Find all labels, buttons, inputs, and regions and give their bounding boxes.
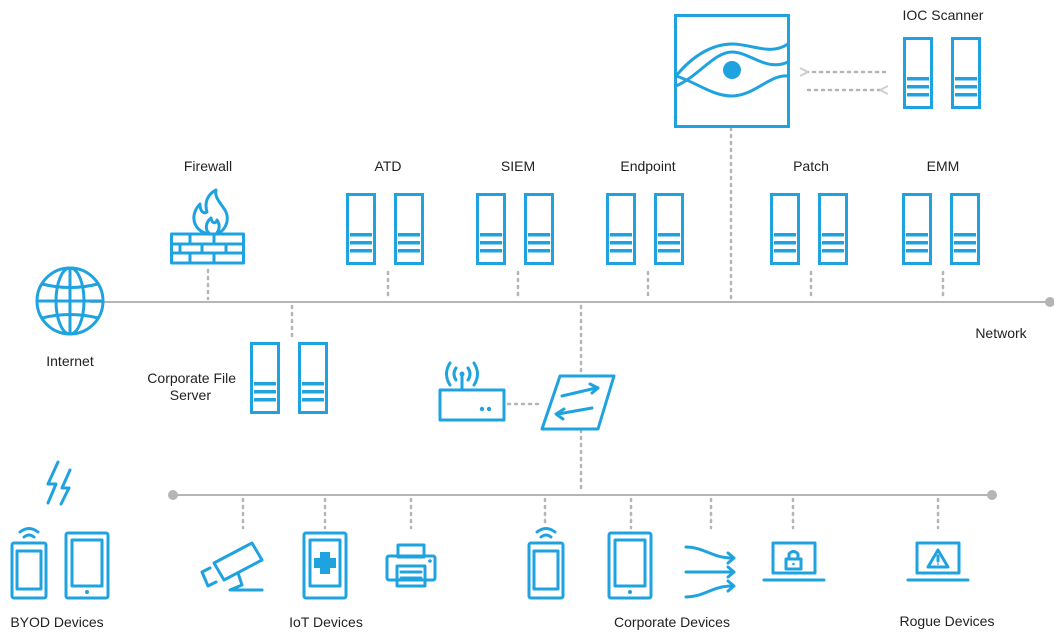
wifi-router-icon bbox=[438, 361, 506, 422]
firewall-icon bbox=[170, 188, 245, 265]
medical-tablet-icon bbox=[302, 531, 348, 600]
internet-label: Internet bbox=[46, 353, 94, 369]
ioc-scanner-server-icon bbox=[905, 39, 980, 108]
arrows-icon bbox=[684, 545, 736, 599]
endpoint-server-icon bbox=[608, 195, 683, 264]
firewall-label: Firewall bbox=[184, 158, 232, 174]
laptop-warning-icon bbox=[906, 541, 970, 582]
corporate-devices-label: Corporate Devices bbox=[614, 614, 730, 630]
laptop-lock-icon bbox=[762, 541, 826, 582]
endpoint-label: Endpoint bbox=[620, 158, 675, 174]
switch-icon bbox=[540, 374, 616, 431]
byod-phone-icon bbox=[10, 527, 48, 600]
siem-label: SIEM bbox=[501, 158, 535, 174]
eye-logo-icon bbox=[674, 14, 790, 128]
rogue-devices-label: Rogue Devices bbox=[900, 613, 995, 629]
emm-server-icon bbox=[904, 195, 979, 264]
labels: IOC Scanner Firewall ATD SIEM Endpoint P… bbox=[10, 7, 1027, 630]
patch-server-icon bbox=[772, 195, 847, 264]
iot-devices-label: IoT Devices bbox=[289, 614, 363, 630]
ioc-scanner-label: IOC Scanner bbox=[903, 7, 984, 23]
atd-label: ATD bbox=[375, 158, 402, 174]
corporate-file-server-label-line1: Corporate File bbox=[147, 370, 236, 386]
corporate-tablet-icon bbox=[607, 531, 653, 600]
atd-server-icon bbox=[348, 195, 423, 264]
ioc-data-flow-arrows bbox=[799, 67, 889, 95]
patch-label: Patch bbox=[793, 158, 829, 174]
network-label: Network bbox=[975, 325, 1027, 341]
globe-icon bbox=[35, 266, 105, 336]
emm-label: EMM bbox=[927, 158, 960, 174]
printer-icon bbox=[385, 543, 437, 588]
byod-devices-label: BYOD Devices bbox=[10, 614, 103, 630]
byod-tablet-icon bbox=[64, 531, 110, 600]
connections bbox=[90, 70, 1054, 530]
network-bus-end bbox=[1045, 297, 1054, 307]
corporate-phone-icon bbox=[527, 527, 565, 600]
siem-server-icon bbox=[478, 195, 553, 264]
camera-icon bbox=[200, 541, 264, 592]
corporate-file-server-icon bbox=[252, 344, 327, 413]
corporate-file-server-label-line2: Server bbox=[170, 387, 212, 403]
lightning-icon bbox=[46, 460, 72, 506]
